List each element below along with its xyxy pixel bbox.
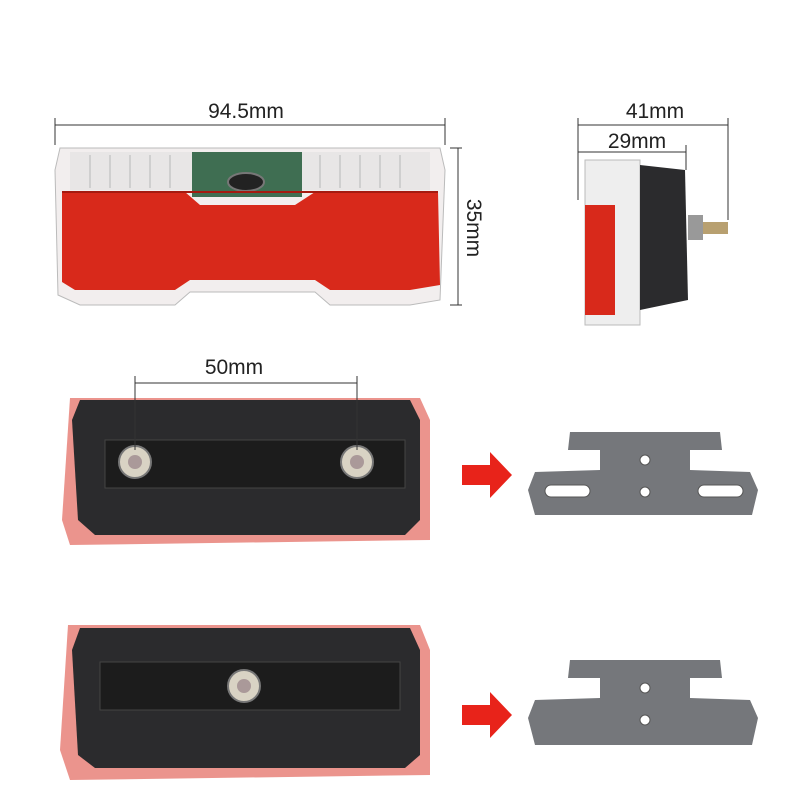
- back-view-two-bolts: [62, 398, 430, 545]
- arrow-icon: [462, 692, 512, 738]
- arrow-icon: [462, 452, 512, 498]
- height-label: 35mm: [462, 199, 485, 257]
- width-label: 94.5mm: [208, 100, 284, 123]
- width-dimension-line: [54, 118, 462, 306]
- back-view-one-bolt: [60, 625, 430, 780]
- mount-spacing-label: 50mm: [205, 356, 263, 379]
- bracket-two-slots: [528, 432, 758, 515]
- front-view-light: [54, 147, 446, 306]
- side-view-light: [584, 159, 728, 326]
- mount-spacing-line: [134, 376, 358, 450]
- depth-dimension-lines: [577, 118, 729, 220]
- depth-total-label: 41mm: [626, 100, 684, 123]
- depth-body-label: 29mm: [608, 130, 666, 153]
- bracket-single-hole: [528, 660, 758, 745]
